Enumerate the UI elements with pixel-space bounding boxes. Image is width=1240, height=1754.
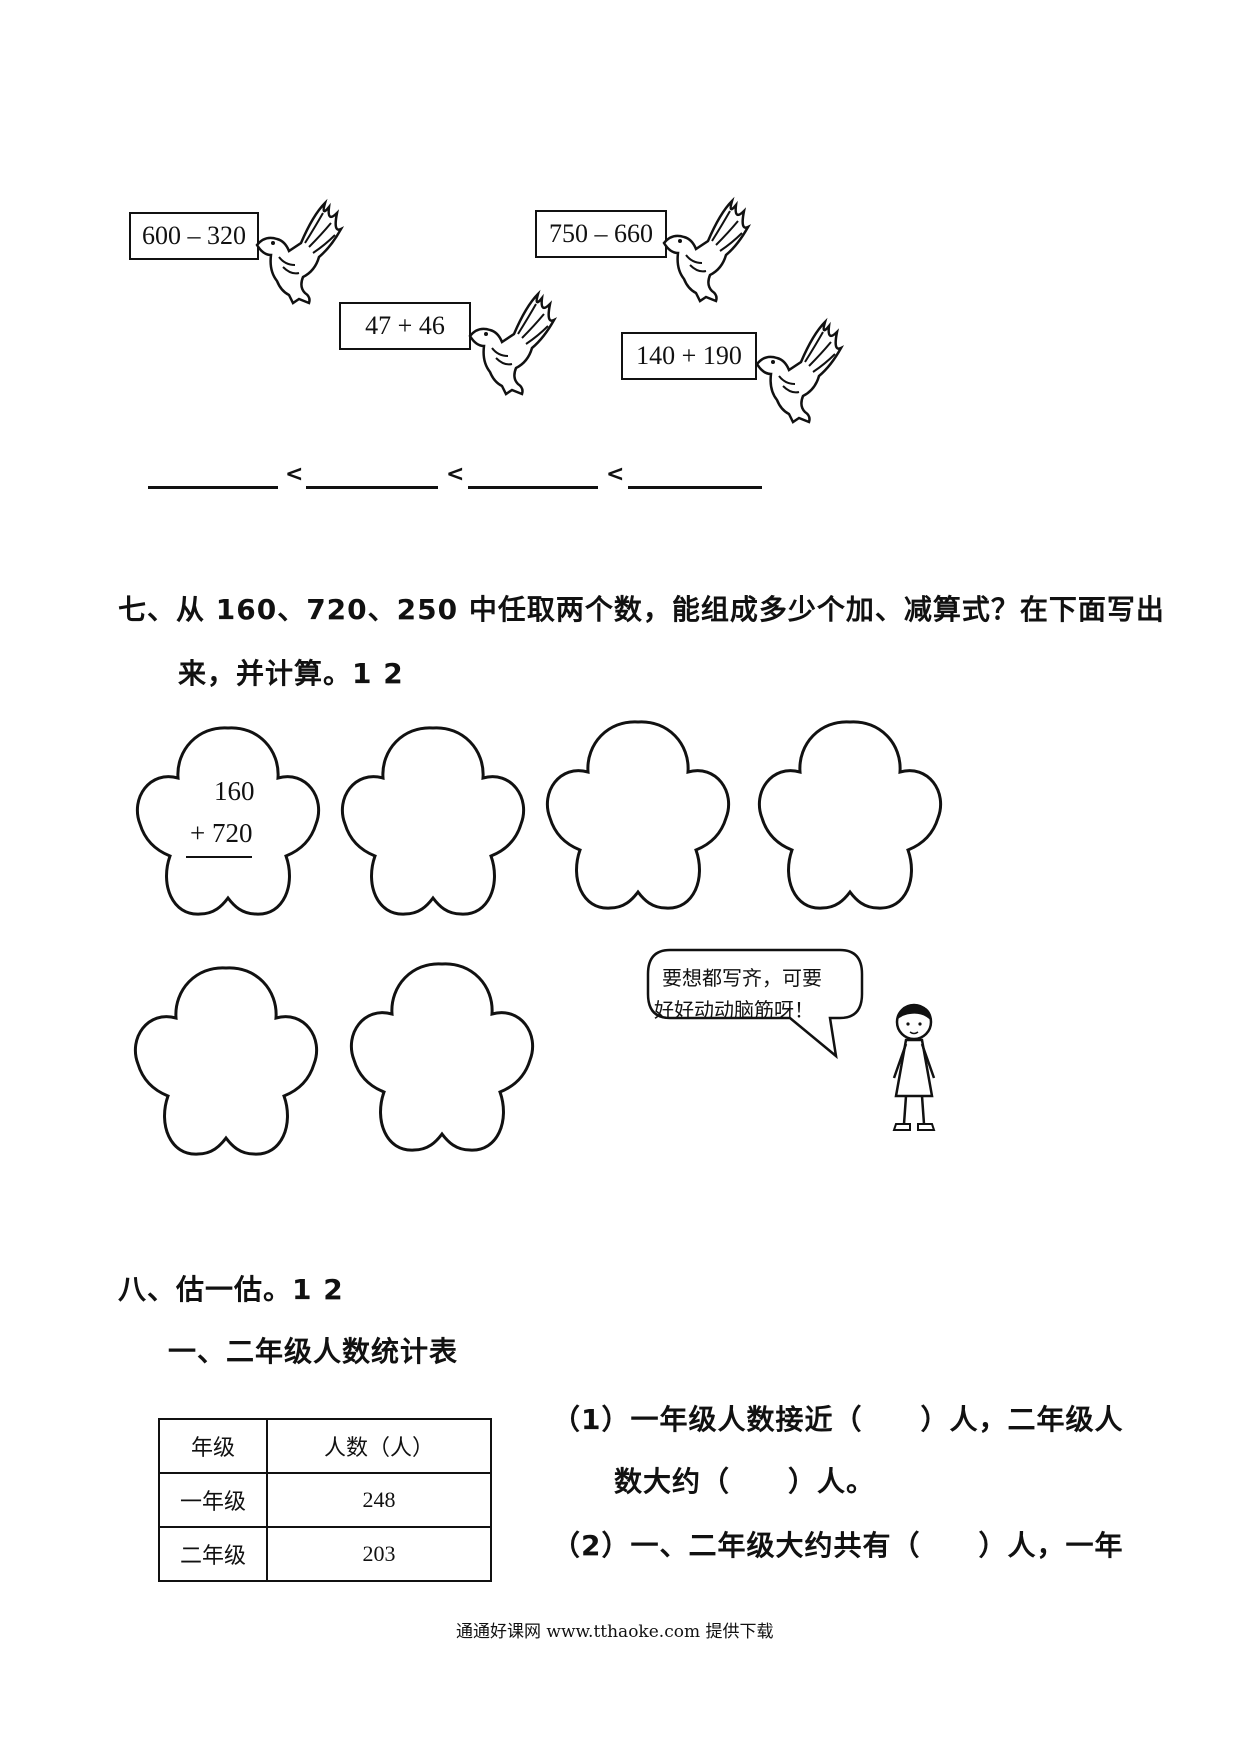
less-than-sign: < <box>446 462 465 487</box>
question-8-part2: （2）一、二年级大约共有（ ）人，一年 <box>552 1529 1124 1562</box>
bubble-text-line1: 要想都写齐，可要 <box>662 966 822 990</box>
question-7-line2: 来，并计算。1 2 <box>178 657 404 690</box>
table-header-count: 人数（人） <box>266 1418 492 1474</box>
answer-blank-4[interactable] <box>628 486 762 489</box>
example-number-bottom: + 720 <box>190 818 253 848</box>
answer-blank-1[interactable] <box>148 486 278 489</box>
table-cell: 一年级 <box>158 1472 268 1528</box>
footer-watermark: 通通好课网 www.tthaoke.com 提供下载 <box>456 1622 774 1642</box>
table-header-grade: 年级 <box>158 1418 268 1474</box>
bubble-text-line2: 好好动动脑筋呀！ <box>654 998 814 1022</box>
expr-box-4: 140 + 190 <box>621 332 757 380</box>
answer-blank-3[interactable] <box>468 486 598 489</box>
less-than-sign: < <box>606 462 625 487</box>
less-than-sign: < <box>285 462 304 487</box>
flower-answer-2[interactable] <box>335 720 531 920</box>
flower-answer-4[interactable] <box>752 714 948 914</box>
flower-answer-3[interactable] <box>540 714 736 914</box>
example-number-top: 160 <box>214 776 255 806</box>
example-underline <box>186 856 252 858</box>
question-7-line1: 七、从 160、720、250 中任取两个数，能组成多少个加、减算式？在下面写出 <box>118 593 1165 626</box>
table-title: 一、二年级人数统计表 <box>168 1335 459 1368</box>
table-cell: 二年级 <box>158 1526 268 1582</box>
speech-bubble <box>646 948 864 1060</box>
table-header-row: 年级 人数（人） <box>158 1418 492 1474</box>
answer-blank-2[interactable] <box>306 486 438 489</box>
table-cell: 248 <box>266 1472 492 1528</box>
grade-stats-table: 年级 人数（人） 一年级 248 二年级 203 <box>158 1418 492 1582</box>
flower-answer-6[interactable] <box>344 956 540 1156</box>
table-row: 二年级 203 <box>158 1526 492 1582</box>
flower-answer-5[interactable] <box>128 960 324 1160</box>
question-8-title: 八、估一估。1 2 <box>118 1273 344 1306</box>
question-8-part1-line1: （1）一年级人数接近（ ）人，二年级人 <box>552 1403 1124 1436</box>
expr-box-3: 47 + 46 <box>339 302 471 350</box>
dove-icon <box>755 317 845 424</box>
question-8-part1-line2: 数大约（ ）人。 <box>614 1465 876 1498</box>
flower-answer-1[interactable] <box>130 720 326 920</box>
dove-icon <box>468 289 558 396</box>
dove-icon <box>255 198 345 305</box>
girl-illustration <box>892 1003 936 1131</box>
expr-box-2: 750 – 660 <box>535 210 667 258</box>
table-cell: 203 <box>266 1526 492 1582</box>
expr-box-1: 600 – 320 <box>129 212 259 260</box>
dove-icon <box>662 196 752 303</box>
table-row: 一年级 248 <box>158 1472 492 1528</box>
